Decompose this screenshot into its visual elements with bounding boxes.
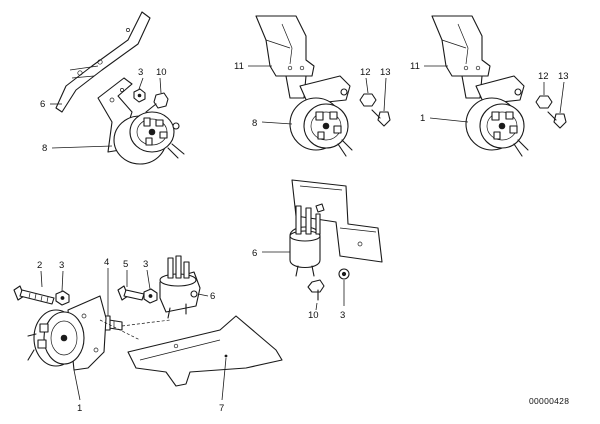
valve-middle <box>289 203 325 277</box>
motor-bottom-main <box>27 295 107 371</box>
motor-top-left <box>113 111 185 165</box>
callout-a5-motor: 1 <box>77 403 82 414</box>
assembly-top-center <box>248 15 391 157</box>
motor-top-center <box>289 75 353 157</box>
callout-a3-bracket: 11 <box>410 61 420 72</box>
callout-a1-nut: 3 <box>138 67 143 78</box>
callout-a4-nut: 3 <box>340 310 345 321</box>
callout-a5-valve: 6 <box>210 291 215 302</box>
callout-a2-washer: 12 <box>360 67 371 78</box>
callout-a3-motor: 1 <box>420 113 425 124</box>
callout-a2-motor: 8 <box>252 118 257 129</box>
assembly-top-left <box>50 11 185 165</box>
callout-a5-stud: 4 <box>104 257 109 268</box>
callout-a1-screw: 10 <box>156 67 167 78</box>
valve-bottom <box>159 255 201 319</box>
motor-top-right <box>465 75 529 157</box>
screw-2-bottom <box>13 285 55 305</box>
assembly-bottom-exploded <box>13 255 283 401</box>
callout-labels: 3 10 6 8 11 12 13 8 11 12 13 1 6 10 3 2 … <box>37 61 569 414</box>
callout-a1-motor: 8 <box>42 143 47 154</box>
callout-a4-valve: 6 <box>252 248 257 259</box>
bolt-5 <box>117 285 145 301</box>
callout-a5-nut: 3 <box>59 260 64 271</box>
reference-number: 00000428 <box>529 396 569 406</box>
assembly-middle-valve <box>262 179 383 311</box>
callout-a3-screw: 13 <box>558 71 569 82</box>
callout-a5-nut2: 3 <box>143 259 148 270</box>
callout-a3-washer: 12 <box>538 71 549 82</box>
callout-a5-plate: 7 <box>219 403 224 414</box>
callout-a5-screw: 2 <box>37 260 42 271</box>
assembly-top-right <box>424 15 567 157</box>
callout-a1-bracket: 6 <box>40 99 45 110</box>
base-plate-7 <box>127 315 283 387</box>
bracket-upper-long <box>55 11 151 113</box>
callout-a4-screw: 10 <box>308 310 319 321</box>
callout-a5-bolt: 5 <box>123 259 128 270</box>
callout-a2-screw: 13 <box>380 67 391 78</box>
nut-and-screw-top-left <box>133 88 169 113</box>
callout-a2-bracket: 11 <box>234 61 244 72</box>
